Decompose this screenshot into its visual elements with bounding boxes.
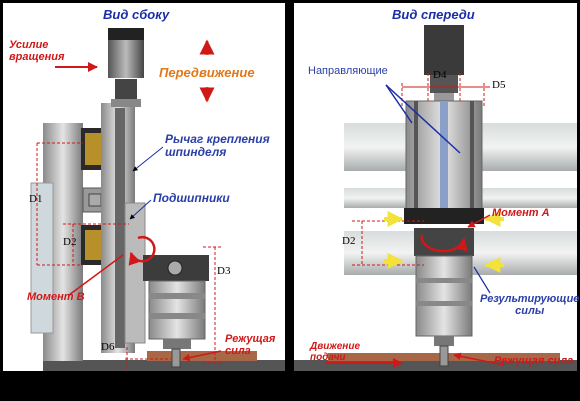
carriage-front [404,208,484,224]
dim-d2-front: D2 [342,235,356,247]
cutter [171,348,181,368]
movement-label: Передвижение [159,65,255,80]
dim-d2: D2 [63,236,77,248]
dim-d5: D5 [492,79,506,91]
side-view-panel: Вид сбоку Усилие вращения Передвижение Р… [3,3,285,371]
cutting-force-right-label: Режущая сила [494,355,574,367]
rotation-force-label: Усилие вращения [9,39,65,63]
dim-d6: D6 [101,341,115,353]
rail-side [30,182,54,334]
moment-a-label: Момент A [492,207,550,219]
front-view-panel: Вид спереди Направляющие Момент A Резуль… [294,3,580,371]
spindle-body [148,280,206,340]
side-view-drawing [30,28,285,371]
spindle-lever-label: Рычаг крепления шпинделя [165,132,270,159]
resultant-forces-label: Результирующие силы [480,293,580,317]
dim-d3: D3 [217,265,231,277]
dim-d4: D4 [433,69,447,81]
spindle-front [415,255,473,337]
moment-b-arrow [128,235,156,266]
feed-motion-label: Движение подачи [310,341,361,363]
guides-label: Направляющие [308,65,388,77]
base-plate [43,360,285,371]
cutting-force-label: Режущая сила [225,333,276,357]
moment-b-label: Момент B [27,291,85,303]
front-view-drawing [294,25,577,371]
workpiece [147,351,257,361]
bearings-label: Подшипники [153,191,230,205]
moment-a-arrow [420,234,468,253]
front-motor [424,25,464,75]
side-view-title: Вид сбоку [103,7,170,22]
dim-d1: D1 [29,193,43,205]
front-view-title: Вид спереди [392,7,475,22]
